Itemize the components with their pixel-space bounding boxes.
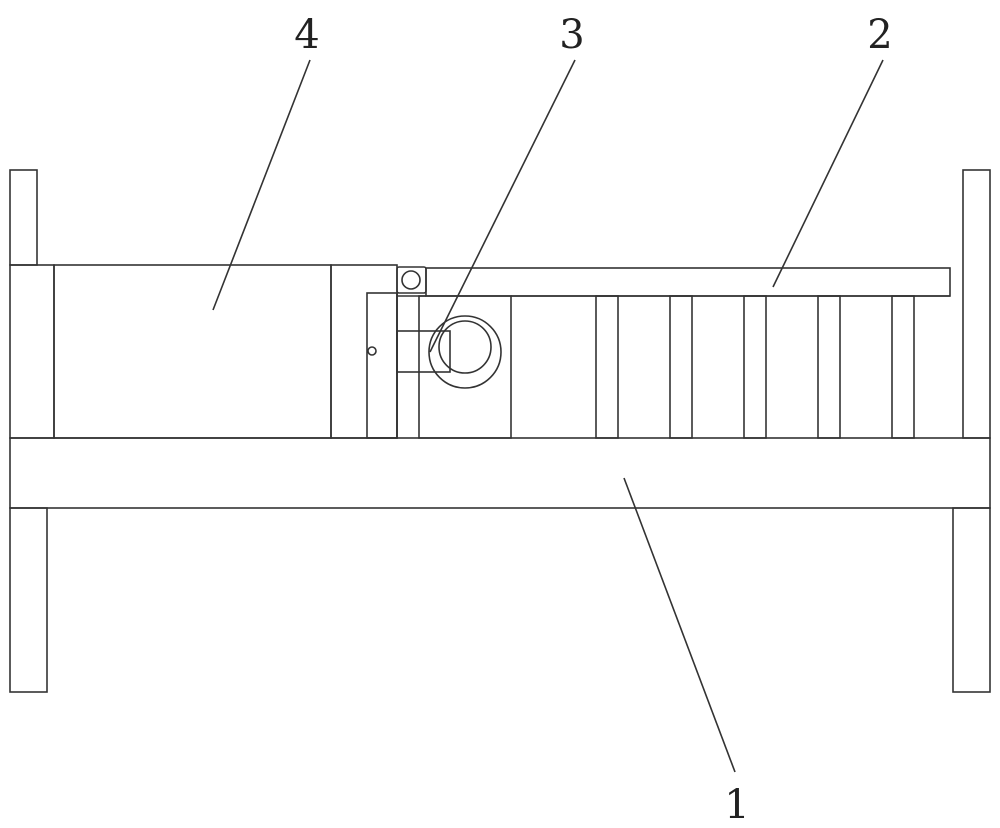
box-end-plate — [9, 264, 55, 439]
right-post — [962, 169, 991, 439]
slat — [669, 295, 693, 439]
slat — [891, 295, 915, 439]
slat — [743, 295, 767, 439]
drive-arm — [396, 330, 451, 373]
box-assembly — [9, 264, 398, 439]
pivot-shaft — [401, 270, 421, 290]
pin-hole — [367, 346, 377, 356]
label-1: 1 — [724, 782, 749, 828]
drive-housing — [418, 295, 512, 439]
right-leg — [952, 507, 991, 693]
leader-4 — [212, 59, 311, 311]
slat — [595, 295, 619, 439]
top-bar — [425, 267, 951, 297]
label-3: 3 — [559, 12, 584, 58]
box-side-plate — [330, 264, 398, 439]
label-2: 2 — [867, 12, 892, 58]
leader-3 — [429, 59, 576, 353]
frame-base — [9, 169, 991, 693]
leader-2 — [772, 59, 884, 288]
slat — [817, 295, 841, 439]
hinge-plate — [366, 292, 398, 439]
drive-wheel-outer — [428, 315, 502, 389]
leader-1 — [623, 477, 736, 773]
left-post — [9, 169, 38, 266]
label-4: 4 — [294, 12, 319, 58]
drive-wheel-inner — [438, 320, 492, 374]
cross-beam — [9, 437, 991, 509]
box-body — [53, 264, 332, 439]
bar-assembly — [396, 266, 951, 439]
leader-lines — [212, 59, 884, 773]
left-leg — [9, 507, 48, 693]
